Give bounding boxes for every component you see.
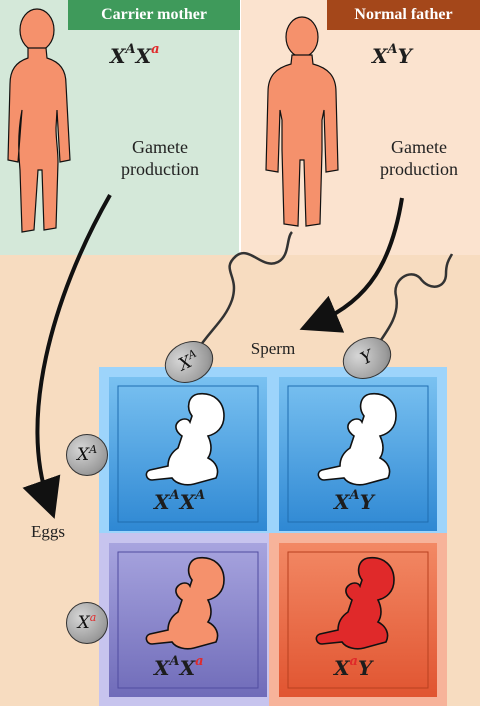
cell-tl-genotype: XAXA [154,488,206,514]
father-header: Normal father [327,0,480,30]
cell-tr-genotype: XAY [334,488,374,514]
mother-genotype: XAXa [110,42,160,68]
mother-header: Carrier mother [68,0,240,30]
father-figure [265,16,339,227]
egg-xa: Xa [66,602,108,644]
egg-xA: XA [66,434,108,476]
mother-arrow [22,194,112,519]
sperm-tail-x [194,231,294,353]
mother-figure [7,8,71,233]
divider-line [239,0,241,255]
eggs-label: Eggs [31,522,65,541]
father-genotype: XAY [372,42,412,68]
cell-br-genotype: XaY [334,654,373,680]
cell-bl-genotype: XAXa [154,654,204,680]
sperm-label: Sperm [250,339,296,358]
sperm-tail-y [372,253,454,351]
father-arrow [299,197,404,333]
